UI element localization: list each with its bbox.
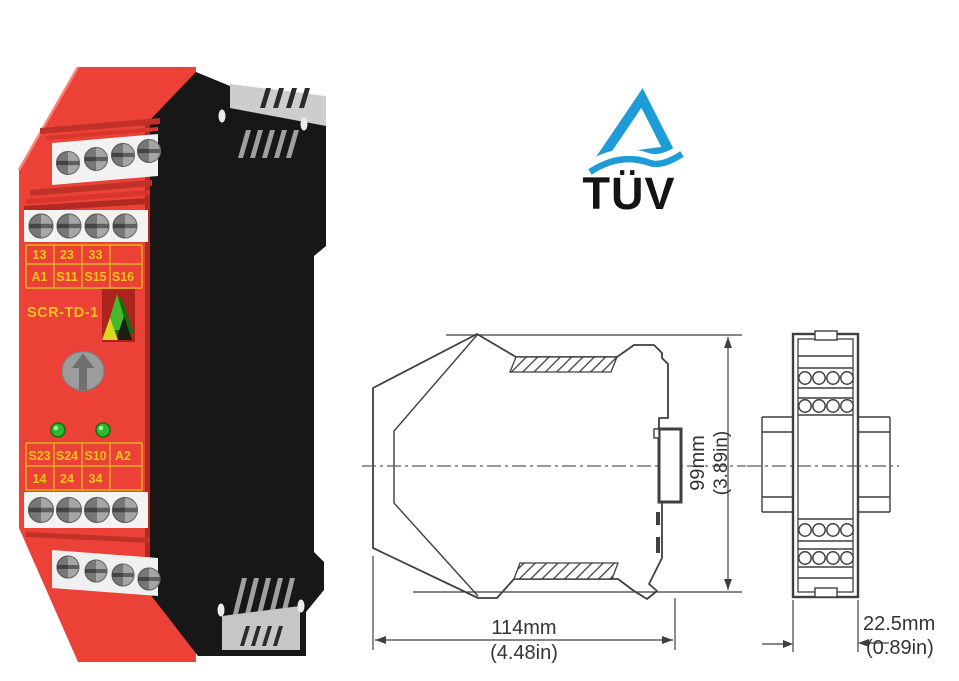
mount-hole-top-right [300, 117, 308, 131]
body-edge-highlight [17, 66, 80, 171]
mount-hole-bottom-left [217, 603, 225, 617]
terminal-label: A2 [115, 449, 131, 463]
terminal-block-bottom-face [24, 492, 148, 528]
dimension-height: 99mm (3.89in) [413, 334, 742, 593]
tuv-label: TÜV [583, 168, 676, 219]
din-clip [657, 427, 683, 504]
relay-black-housing [150, 72, 326, 656]
bottom-tab [814, 587, 838, 598]
tuv-certification-logo: TÜV [583, 88, 684, 219]
vent-slots-bottom [232, 578, 295, 618]
terminal-label: S10 [84, 449, 106, 463]
dimension-width: 114mm (4.48in) [372, 556, 676, 664]
top-tab [814, 330, 838, 341]
relay-product-photo: 13 23 33 A1 S11 S15 S16 SCR-TD-1 [17, 66, 326, 662]
terminal-label: A1 [32, 270, 48, 284]
led-glint [98, 425, 104, 431]
terminal-label: S16 [112, 270, 134, 284]
brand-logo [102, 289, 135, 342]
dimension-depth: 22.5mm (0.89in) [762, 600, 935, 659]
vent-hatch-top [509, 356, 618, 373]
front-dividers [798, 355, 853, 579]
front-view-drawing [747, 330, 899, 599]
depth-mm-label: 22.5mm [863, 613, 935, 635]
clip-tick [656, 537, 660, 553]
height-in-label: (3.89in) [711, 431, 732, 495]
terminal-label: 24 [60, 472, 74, 486]
terminal-label: S11 [56, 270, 78, 284]
terminal-block-top-face [24, 210, 148, 242]
din-rail-top [230, 84, 326, 126]
terminal-label: 23 [60, 248, 74, 262]
tuv-wave-icon [588, 151, 684, 175]
height-mm-label: 99mm [687, 435, 709, 491]
terminal-label: 13 [33, 248, 47, 262]
led-icon [95, 422, 111, 438]
side-view-drawing [362, 333, 746, 600]
reset-dial [61, 350, 105, 392]
arrow-left-icon [375, 636, 386, 644]
terminal-label-grid-top [25, 244, 143, 289]
terminal-label: S24 [56, 449, 78, 463]
model-label: SCR-TD-1 [27, 305, 99, 321]
terminal-block-bottom-recessed [26, 532, 161, 596]
arrow-up-icon [724, 337, 732, 348]
vent-slots-top [238, 130, 299, 158]
arrow-down-icon [724, 579, 732, 590]
front-bezel-line [393, 334, 479, 597]
mount-hole-bottom-right [297, 599, 305, 613]
terminal-label-grid-bottom [25, 442, 143, 491]
arrow-left-icon [858, 639, 869, 647]
led-glint [53, 425, 59, 431]
terminal-label: 14 [33, 472, 47, 486]
width-mm-label: 114mm [491, 617, 556, 639]
terminal-label: 33 [89, 248, 103, 262]
dial-arrow-icon [72, 353, 94, 390]
flange-left [761, 416, 793, 513]
depth-in-label: (0.89in) [866, 637, 934, 659]
flange-right [858, 416, 891, 513]
arrow-right-icon [662, 636, 673, 644]
terminal-label: 34 [89, 472, 103, 486]
arrow-right-icon [783, 640, 793, 648]
tuv-wave-mask [585, 146, 681, 170]
led-icon [50, 422, 66, 438]
terminal-block-top-recessed [24, 118, 162, 212]
terminal-label: S23 [28, 449, 50, 463]
mount-hole-top-left [218, 109, 226, 123]
din-rail-bottom [222, 606, 300, 650]
vent-hatch-bottom [513, 562, 619, 580]
terminal-label: S15 [84, 270, 106, 284]
housing-shadow [145, 122, 151, 592]
terminal-holes [798, 371, 854, 565]
width-in-label: (4.48in) [490, 642, 558, 664]
clip-tick [656, 512, 660, 525]
status-leds [50, 422, 111, 438]
din-clip-hook [653, 428, 660, 439]
